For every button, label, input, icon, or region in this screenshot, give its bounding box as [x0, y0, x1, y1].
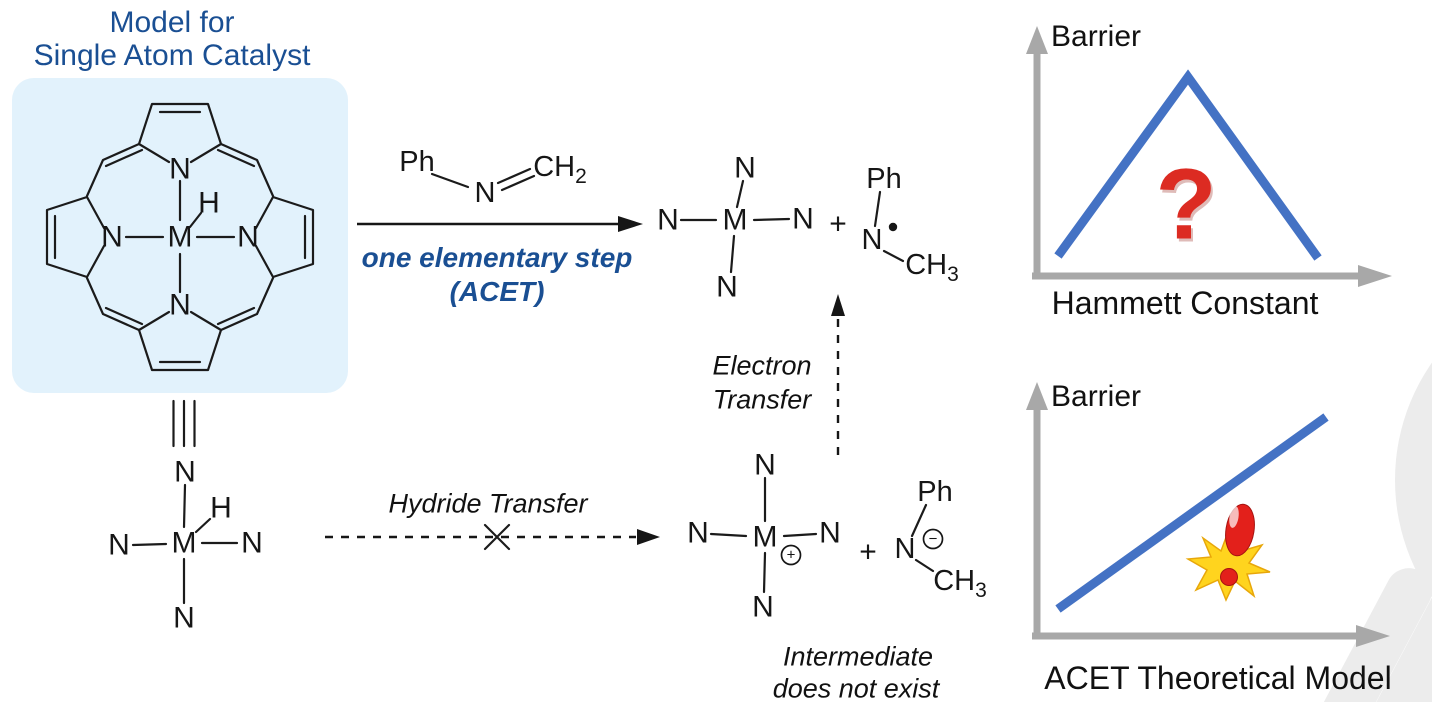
hammett-constant-label: Hammett Constant: [1051, 285, 1319, 321]
pyrrole-ring-top: [137, 102, 223, 164]
plus-charge-circle: [780, 544, 802, 566]
x-axis-arrow: [1358, 265, 1392, 287]
hydride-label: H: [198, 187, 220, 220]
n-label: N: [862, 224, 883, 256]
electron-transfer-label-line2: Transfer: [712, 384, 812, 415]
n-label: N: [792, 203, 814, 236]
radical-bonds: [873, 190, 905, 263]
metal-hydride-bond: [188, 211, 203, 229]
imine-reagent: Ph N CH2: [399, 146, 587, 209]
product-top-bonds: [679, 179, 791, 274]
n-label: N: [475, 177, 496, 209]
imine-single-bond: [430, 172, 470, 189]
aminyl-radical: Ph N CH3: [862, 163, 959, 286]
pyrrole-ring-right: [254, 195, 315, 279]
metal-label: M: [172, 527, 197, 560]
reaction-arrow: [357, 216, 643, 232]
n-label: N: [819, 517, 841, 550]
question-mark: ?: [1155, 148, 1217, 261]
hydride-complex: N N N N M H: [108, 456, 263, 635]
exclamation-dot: [1220, 568, 1238, 586]
n-label: N: [169, 153, 191, 186]
hydride-complex-bonds: [131, 483, 239, 605]
metal-label: M: [168, 221, 193, 254]
imine-double-bond: [496, 167, 536, 192]
minus-charge: −: [929, 531, 938, 548]
n-label: N: [657, 204, 679, 237]
n-label: N: [173, 602, 195, 635]
hydride-transfer-label: Hydride Transfer: [388, 488, 588, 519]
n-label: N: [101, 221, 123, 254]
electron-transfer-arrow: [831, 294, 845, 455]
radical-dot: [888, 222, 898, 232]
y-axis-arrow: [1026, 26, 1048, 54]
ph-label: Ph: [917, 476, 952, 508]
plus-sign: +: [829, 208, 847, 241]
n-label: N: [734, 152, 756, 185]
barrier-label-top: Barrier: [1051, 20, 1142, 53]
scheme-title-line2: Single Atom Catalyst: [33, 39, 311, 72]
ch2-label: CH2: [533, 151, 587, 188]
n-label: N: [895, 533, 916, 565]
minus-charge-circle: [922, 528, 944, 550]
intermediate-note-line1: Intermediate: [782, 641, 934, 672]
step-label-line1: one elementary step: [361, 242, 633, 273]
n-label: N: [237, 221, 259, 254]
cationic-complex-bonds: [709, 476, 818, 594]
metal-label: M: [753, 521, 778, 554]
acet-model-label: ACET Theoretical Model: [1044, 660, 1392, 696]
metal-nitrogen-bonds: [124, 179, 236, 294]
hydride-label: H: [210, 492, 232, 525]
ch3-label: CH3: [933, 565, 987, 602]
hydride-transfer-head: [637, 529, 660, 545]
n-label: N: [174, 456, 196, 489]
meso-bridges: [85, 142, 275, 332]
plus-sign: +: [859, 536, 877, 569]
starburst-shape: [1185, 530, 1271, 602]
n-label: N: [752, 591, 774, 624]
barrier-label-bottom: Barrier: [1051, 380, 1142, 413]
scheme-title-line1: Model for: [109, 6, 235, 39]
porphyrin-catalyst: N N N N M H: [45, 102, 315, 372]
pyrrole-ring-left: [45, 195, 106, 279]
n-label: N: [754, 449, 776, 482]
y-axis-arrow: [1026, 382, 1048, 410]
n-label: N: [169, 289, 191, 322]
intermediate-note-line2: does not exist: [772, 673, 940, 704]
cross-mark: [483, 523, 511, 551]
electron-transfer-head: [831, 294, 845, 316]
n-label: N: [716, 271, 738, 304]
product-complex-top: N N N N M: [657, 152, 814, 304]
watermark-band-small: [1304, 568, 1432, 702]
catalyst-highlight-box: [12, 78, 348, 393]
ph-label: Ph: [399, 146, 434, 178]
n-label: N: [108, 529, 130, 562]
amide-anion: Ph N − CH3: [895, 476, 987, 602]
watermark-circle: [1395, 362, 1432, 598]
plus-charge: +: [787, 547, 796, 564]
n-label: N: [241, 527, 263, 560]
exclamation-icon: [1185, 503, 1271, 602]
step-label-line2: (ACET): [449, 276, 545, 307]
pyrrole-ring-bottom: [137, 310, 223, 372]
watermark: [1304, 362, 1432, 702]
plot-acet: [1026, 382, 1390, 647]
metal-label: M: [723, 204, 748, 237]
equivalence-symbol: [172, 399, 196, 448]
reaction-arrow-head: [618, 216, 643, 232]
x-axis-arrow: [1356, 625, 1390, 647]
anion-bonds: [910, 503, 935, 573]
cationic-complex: N N N N M +: [687, 449, 841, 624]
volcano-line: [1054, 69, 1322, 261]
plot-hammett: [1026, 26, 1392, 287]
ph-label: Ph: [866, 163, 901, 195]
hydride-transfer-arrow: [325, 523, 660, 551]
exclamation-gloss: [1229, 506, 1239, 528]
double-bond-inner-lines: [53, 110, 307, 364]
n-label: N: [687, 517, 709, 550]
ch3-label: CH3: [905, 249, 959, 286]
electron-transfer-label-line1: Electron: [712, 350, 812, 381]
linear-line: [1055, 413, 1329, 613]
